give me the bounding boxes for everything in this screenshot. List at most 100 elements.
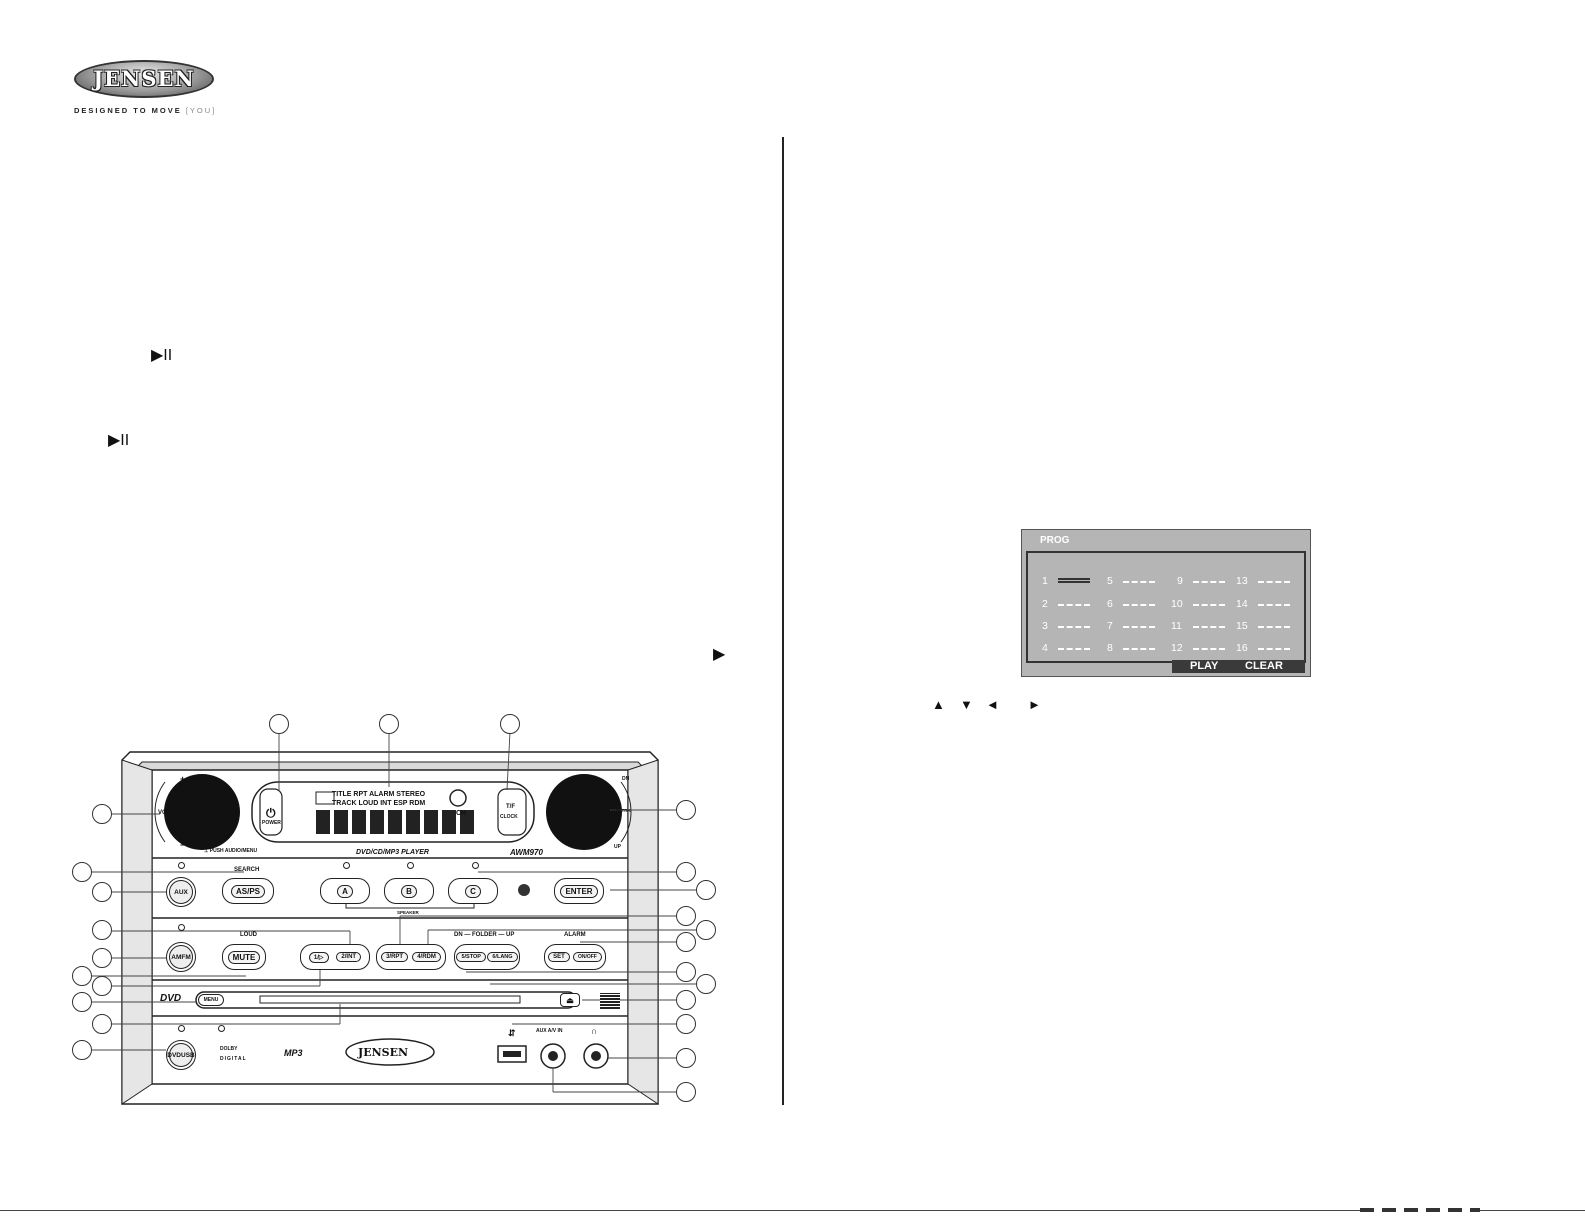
program-slot[interactable]: 6 [1107, 598, 1155, 610]
display-indicators-bottom: TRACK LOUD INT ESP RDM [332, 800, 426, 807]
speaker-c-button[interactable]: C [448, 878, 498, 904]
preset-2-label: 2/INT [336, 952, 362, 962]
slot-number: 5 [1107, 575, 1113, 587]
enter-button[interactable]: ENTER [554, 878, 604, 904]
callout-circle [676, 1048, 696, 1068]
preset-5-6-buttons[interactable]: 5/STOP 6/LANG [454, 944, 520, 970]
fm-label: FM [181, 953, 191, 961]
indicator-led [218, 1025, 225, 1032]
usb-label: USB [181, 1051, 195, 1059]
program-screen: PROG 1 2 3 4 5 6 7 8 9 10 11 12 13 14 15… [1021, 529, 1311, 677]
am-label: AM [171, 953, 182, 961]
callout-circle [696, 880, 716, 900]
slot-number: 4 [1042, 642, 1048, 654]
alarm-buttons[interactable]: SET ON/OFF [544, 944, 606, 970]
callout-circle [696, 920, 716, 940]
indicator-led [407, 862, 414, 869]
play-button[interactable]: PLAY [1190, 660, 1219, 672]
enter-label: ENTER [560, 884, 598, 898]
as-ps-button[interactable]: AS/PS [222, 878, 274, 904]
eject-button[interactable]: ⏏ [560, 993, 580, 1007]
callout-circle [72, 862, 92, 882]
preset-1-label: 1/▷ [308, 951, 329, 963]
logo-tagline-you: [YOU] [185, 106, 217, 115]
callout-circle [676, 800, 696, 820]
slot-number: 11 [1171, 620, 1182, 632]
mute-label: MUTE [227, 950, 261, 964]
callout-circle [92, 882, 112, 902]
tun-trk-label: TUN/TRK [611, 808, 631, 813]
compact-disc-logo [600, 993, 620, 1009]
callout-circle [676, 932, 696, 952]
program-slot[interactable]: 9 [1177, 575, 1225, 587]
clear-button[interactable]: CLEAR [1245, 660, 1283, 672]
slot-number: 6 [1107, 598, 1113, 610]
program-slot[interactable]: 7 [1107, 620, 1155, 632]
preset-3-label: 3/RPT [381, 952, 409, 962]
digital-label: DIGITAL [220, 1056, 247, 1062]
display-ch: CH [456, 810, 467, 817]
program-slot[interactable]: 8 [1107, 642, 1155, 654]
jensen-logo: JENSEN DESIGNED TO MOVE [YOU] [70, 60, 220, 120]
tf-label[interactable]: T/F [506, 804, 515, 810]
usb-icon: ⇵ [508, 1028, 516, 1038]
logo-tagline-text: DESIGNED TO MOVE [74, 106, 182, 115]
slot-number: 14 [1236, 598, 1248, 610]
folder-label: DN — FOLDER — UP [454, 932, 515, 938]
program-slot[interactable]: 14 [1236, 598, 1290, 610]
search-label: SEARCH [234, 867, 260, 873]
footer-rule [0, 1210, 1585, 1211]
slot-number: 16 [1236, 642, 1248, 654]
preset-6-label: 6/LANG [487, 952, 518, 962]
callout-circle [676, 1082, 696, 1102]
callout-circle [676, 862, 696, 882]
indicator-led [343, 862, 350, 869]
callout-circle [72, 992, 92, 1012]
callout-circle [92, 948, 112, 968]
speaker-c-label: C [465, 884, 481, 898]
program-slot[interactable]: 3 [1042, 620, 1090, 632]
dvd-label: DVD [167, 1051, 181, 1059]
play-pause-icon: ▶II [151, 347, 173, 364]
program-slot[interactable]: 11 [1171, 620, 1225, 632]
program-slot[interactable]: 16 [1236, 642, 1290, 654]
program-slot[interactable]: 4 [1042, 642, 1090, 654]
slot-number: 7 [1107, 620, 1113, 632]
callout-circle [676, 962, 696, 982]
play-icon: ▶ [713, 646, 726, 663]
mute-button[interactable]: MUTE [222, 944, 266, 970]
indicator-led [472, 862, 479, 869]
mp3-logo: MP3 [284, 1048, 303, 1058]
preset-3-4-buttons[interactable]: 3/RPT 4/RDM [376, 944, 446, 970]
preset-1-2-buttons[interactable]: 1/▷ 2/INT [300, 944, 370, 970]
speaker-b-button[interactable]: B [384, 878, 434, 904]
on-off-label: ON/OFF [572, 952, 602, 962]
speaker-a-label: A [337, 884, 353, 898]
program-slot[interactable]: 1 [1042, 575, 1090, 587]
speaker-a-button[interactable]: A [320, 878, 370, 904]
program-title: PROG [1040, 535, 1070, 546]
program-slot[interactable]: 10 [1171, 598, 1225, 610]
aux-button[interactable]: AUX [166, 877, 196, 907]
preset-4-label: 4/RDM [412, 952, 441, 962]
program-slot[interactable]: 5 [1107, 575, 1155, 587]
power-label[interactable]: POWER [262, 820, 281, 826]
aux-button-label: AUX [169, 880, 193, 904]
program-slot[interactable]: 15 [1236, 620, 1290, 632]
program-slot[interactable]: 12 [1171, 642, 1225, 654]
callout-circle [92, 920, 112, 940]
program-slot[interactable]: 2 [1042, 598, 1090, 610]
up-label: UP [614, 844, 621, 850]
loud-label: LOUD [240, 932, 257, 938]
slot-number: 3 [1042, 620, 1048, 632]
clock-label[interactable]: CLOCK [500, 814, 518, 820]
program-slot[interactable]: 13 [1236, 575, 1290, 587]
menu-button[interactable]: MENU [198, 994, 224, 1006]
callout-circle [676, 990, 696, 1010]
dolby-label: DOLBY [220, 1046, 238, 1052]
left-arrow-icon: ◄ [986, 697, 999, 712]
power-icon: ⏻ [266, 806, 276, 820]
